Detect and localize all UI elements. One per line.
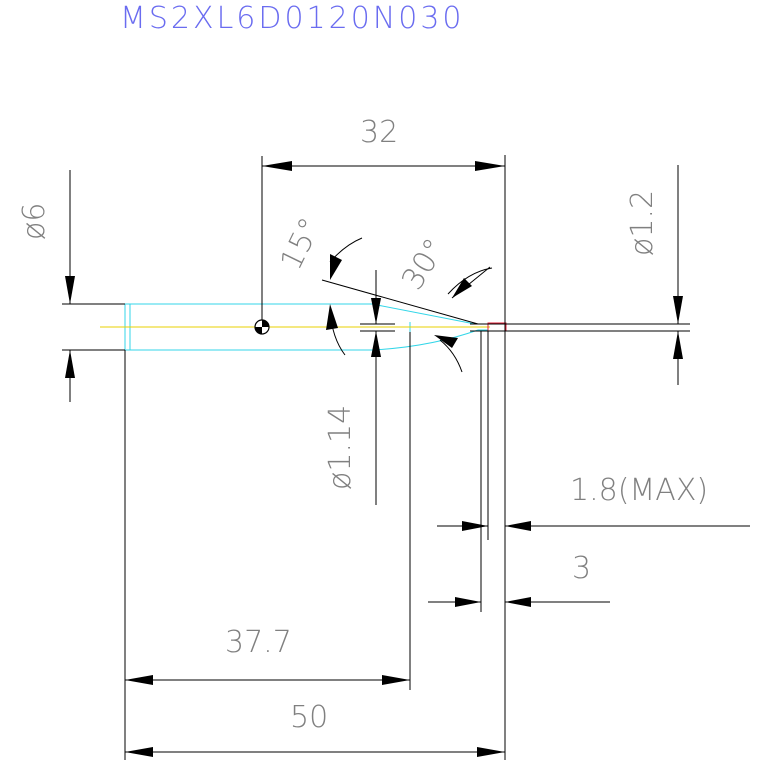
- dim-body-length: 37.7: [124, 332, 411, 760]
- svg-text:37.7: 37.7: [225, 625, 292, 660]
- dim-tip-diameter: ø1.2: [625, 165, 683, 385]
- svg-text:30°: 30°: [395, 233, 453, 297]
- svg-text:32: 32: [360, 115, 398, 150]
- svg-text:ø6: ø6: [17, 203, 52, 240]
- svg-text:15°: 15°: [274, 212, 329, 275]
- dim-overall-length: 50: [125, 700, 505, 757]
- part-number-title: MS2XL6D0120N030: [120, 1, 465, 36]
- svg-text:50: 50: [290, 700, 328, 735]
- dim-shank-length: 32: [261, 115, 506, 760]
- svg-text:1.8(MAX): 1.8(MAX): [570, 473, 708, 508]
- dim-tip-length: 3: [428, 331, 610, 612]
- dim-neck-diameter: ø1.14: [323, 270, 395, 505]
- datum-point: [254, 319, 270, 335]
- svg-text:3: 3: [572, 551, 591, 586]
- svg-text:ø1.14: ø1.14: [323, 405, 358, 490]
- dim-shank-diameter: ø6: [17, 170, 125, 402]
- svg-text:ø1.2: ø1.2: [625, 190, 660, 256]
- tool-outline: [124, 303, 488, 351]
- dim-max-length: 1.8(MAX): [437, 331, 750, 540]
